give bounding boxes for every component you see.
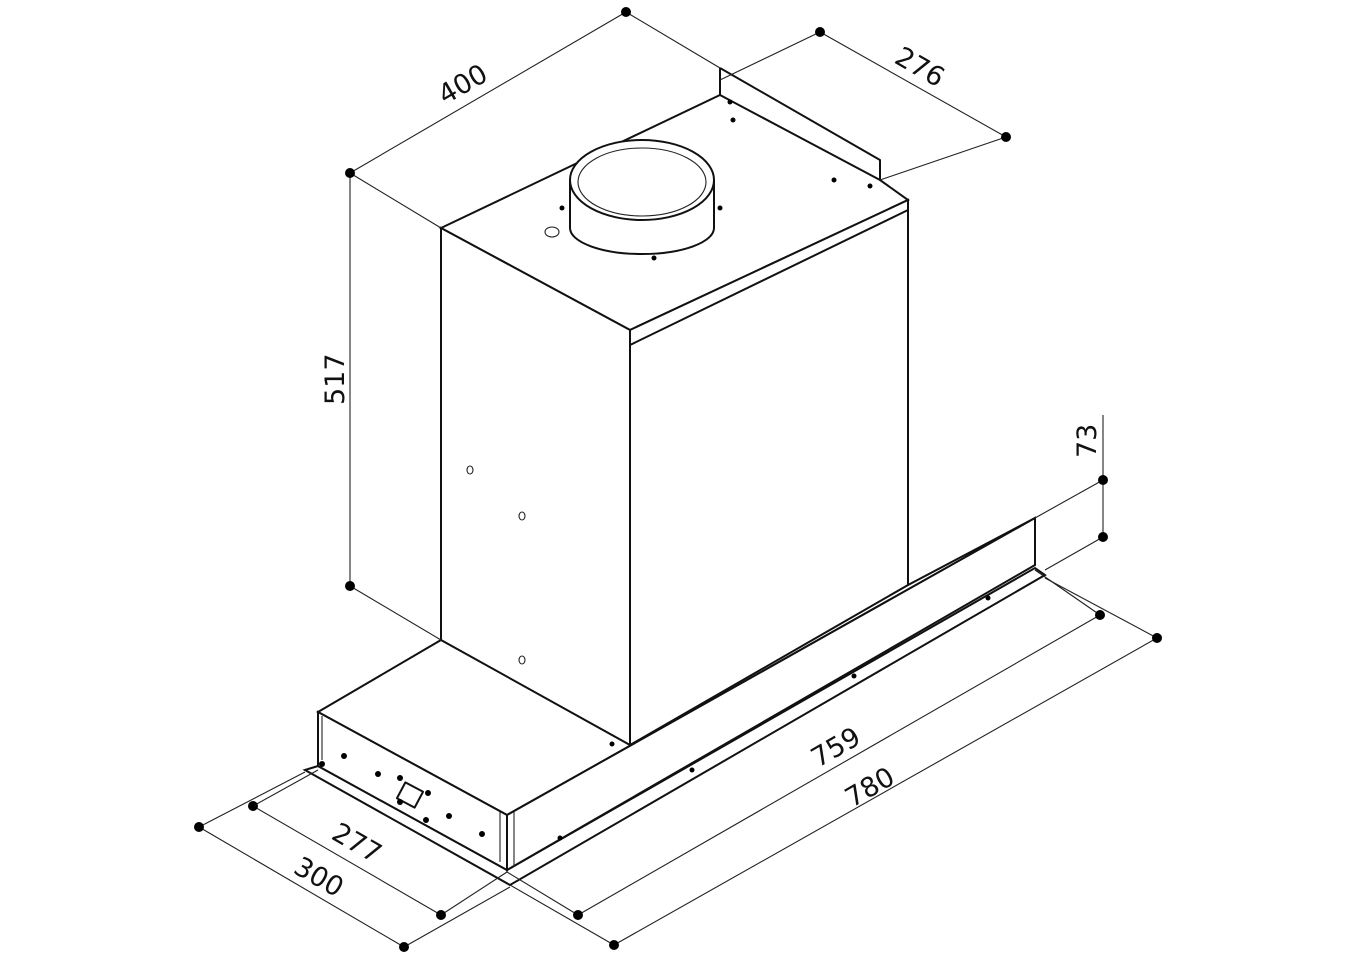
duct-collar bbox=[569, 139, 715, 255]
dim-label-73: 73 bbox=[1072, 424, 1103, 458]
base-right bbox=[506, 516, 1036, 872]
dim-label-277: 277 bbox=[327, 817, 387, 870]
dim-label-517: 517 bbox=[320, 353, 351, 405]
dim-label-300: 300 bbox=[289, 851, 349, 904]
dim-label-276: 276 bbox=[890, 41, 950, 94]
dim-label-780: 780 bbox=[840, 761, 900, 814]
dim-label-400: 400 bbox=[433, 58, 493, 111]
dimension-lines bbox=[194, 7, 1162, 952]
chimney bbox=[438, 67, 910, 747]
chimney-right bbox=[629, 198, 909, 747]
switch-icon bbox=[395, 781, 425, 809]
